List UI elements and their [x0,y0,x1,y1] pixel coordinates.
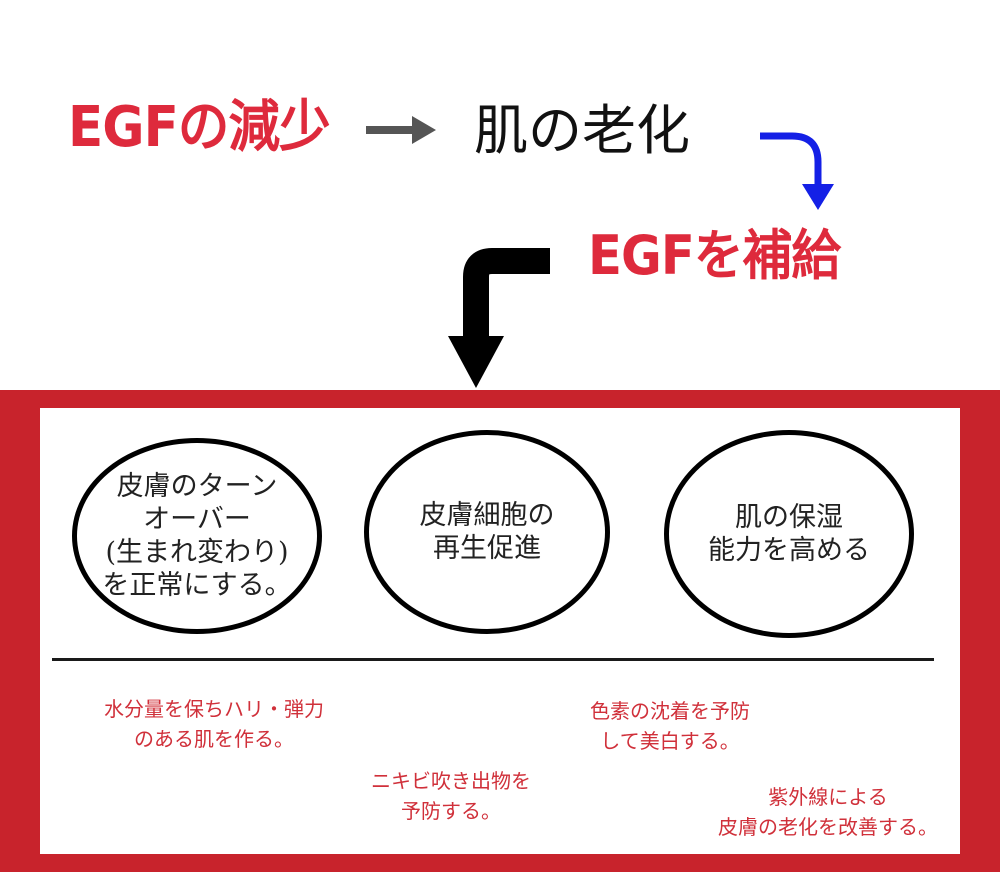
benefit-circle-turnover: 皮膚のターン オーバー (生まれ変わり) を正常にする。 [72,438,322,634]
skin-aging-label: 肌の老化 [474,99,690,162]
benefit-circle-text: 皮膚のターン オーバー (生まれ変わり) を正常にする。 [102,471,292,601]
egf-supply-label: EGFを補給 [588,224,841,287]
blue-curved-arrow-icon [760,132,834,210]
benefit-circle-moisture: 肌の保湿 能力を高める [664,430,914,638]
benefit-circle-text: 肌の保湿 能力を高める [708,502,870,566]
benefit-circle-regeneration: 皮膚細胞の 再生促進 [364,430,610,634]
effect-text-uv: 紫外線による 皮膚の老化を改善する。 [718,785,938,839]
egf-decrease-label: EGFの減少 [68,95,331,160]
divider-line [52,658,934,661]
effect-text-moisture: 水分量を保ちハリ・弾力 のある肌を作る。 [104,697,324,751]
benefit-circle-text: 皮膚細胞の 再生促進 [419,500,555,564]
effect-text-whitening: 色素の沈着を予防 して美白する。 [590,699,750,753]
gray-right-arrow-icon [366,116,436,144]
black-bent-arrow-icon [448,248,550,388]
effect-text-acne: ニキビ吹き出物を 予防する。 [371,769,531,823]
